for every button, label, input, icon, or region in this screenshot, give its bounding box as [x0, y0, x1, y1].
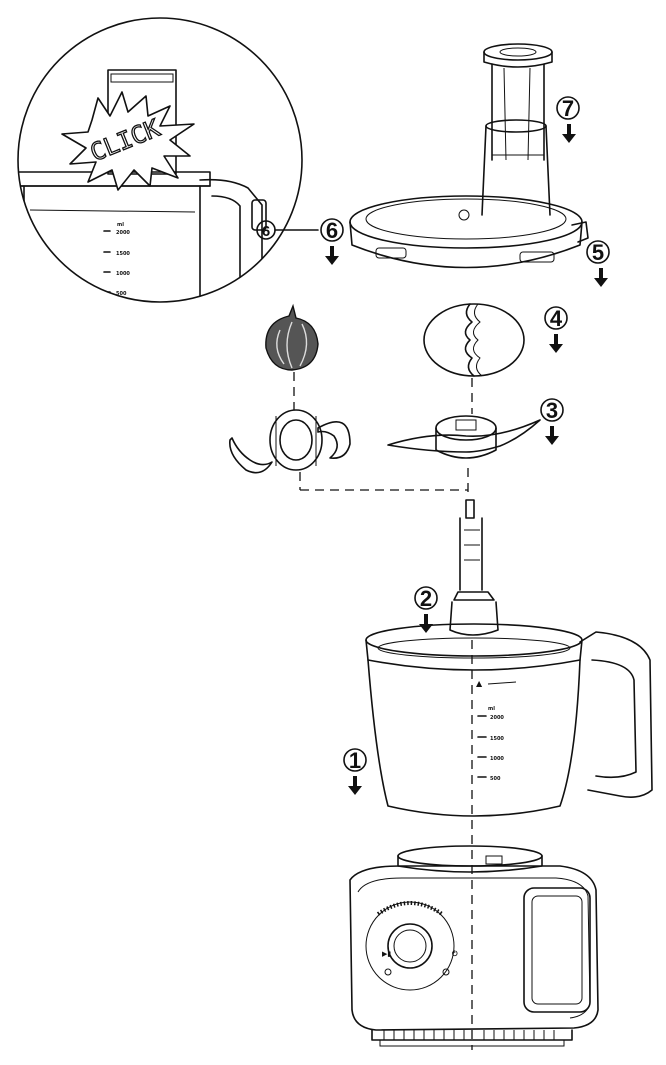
sliced-food-item [423, 303, 525, 377]
callout-step-label: 6 [262, 223, 270, 240]
step-2-arrow [419, 614, 433, 633]
motor-base: ▶▮ ⏻ [349, 845, 599, 1047]
step-6-arrow [325, 246, 339, 265]
step-5-arrow [594, 268, 608, 287]
lid-with-feed-tube [349, 43, 589, 269]
step-5-label: 5 [592, 240, 604, 265]
step-1-marker: 1 [343, 748, 367, 795]
garlic-bulb [265, 303, 319, 371]
jug-scale-mark-1500: 1500 [490, 736, 504, 742]
callout-scale-mark-2000: 2000 [116, 230, 130, 236]
step-4-arrow [549, 334, 563, 353]
svg-text:▲: ▲ [476, 679, 483, 688]
step-2-marker: 2 [414, 586, 438, 633]
step-6-label: 6 [326, 218, 338, 243]
callout-scale-unit: ml [117, 222, 124, 228]
click-starburst: CLICK [61, 91, 195, 191]
step-2-label: 2 [420, 586, 432, 611]
step-3-marker: 3 [540, 398, 564, 445]
callout-scale-mark-500: 500 [116, 291, 127, 297]
click-detail-callout: ml 2000 1500 1000 500 CLICK 6 [17, 17, 319, 303]
step-7-arrow [562, 124, 576, 143]
svg-text:▶▮: ▶▮ [382, 950, 391, 958]
step-1-arrow [348, 776, 362, 795]
callout-scale-mark-1000: 1000 [116, 271, 130, 277]
step-3-label: 3 [546, 398, 558, 423]
jug-scale-mark-500: 500 [490, 776, 501, 782]
jug-scale-mark-2000: 2000 [490, 715, 504, 721]
step-5-marker: 5 [586, 240, 610, 287]
step-7-label: 7 [562, 96, 574, 121]
step-4-label: 4 [550, 306, 563, 331]
step-6-marker: 6 [320, 218, 344, 265]
slicing-disc [387, 415, 541, 459]
step-1-label: 1 [349, 748, 361, 773]
step-3-arrow [545, 426, 559, 445]
svg-text:⏻: ⏻ [452, 950, 458, 958]
callout-scale-mark-1500: 1500 [116, 251, 130, 257]
step-7-marker: 7 [556, 96, 580, 143]
jug-scale-unit: ml [488, 706, 495, 712]
chopping-blade [229, 409, 351, 474]
alignment-guides [293, 372, 473, 1050]
step-4-marker: 4 [544, 306, 568, 353]
jug-scale-mark-1000: 1000 [490, 756, 504, 762]
mixing-bowl: ▲ ml 2000 1500 1000 500 [365, 499, 653, 817]
